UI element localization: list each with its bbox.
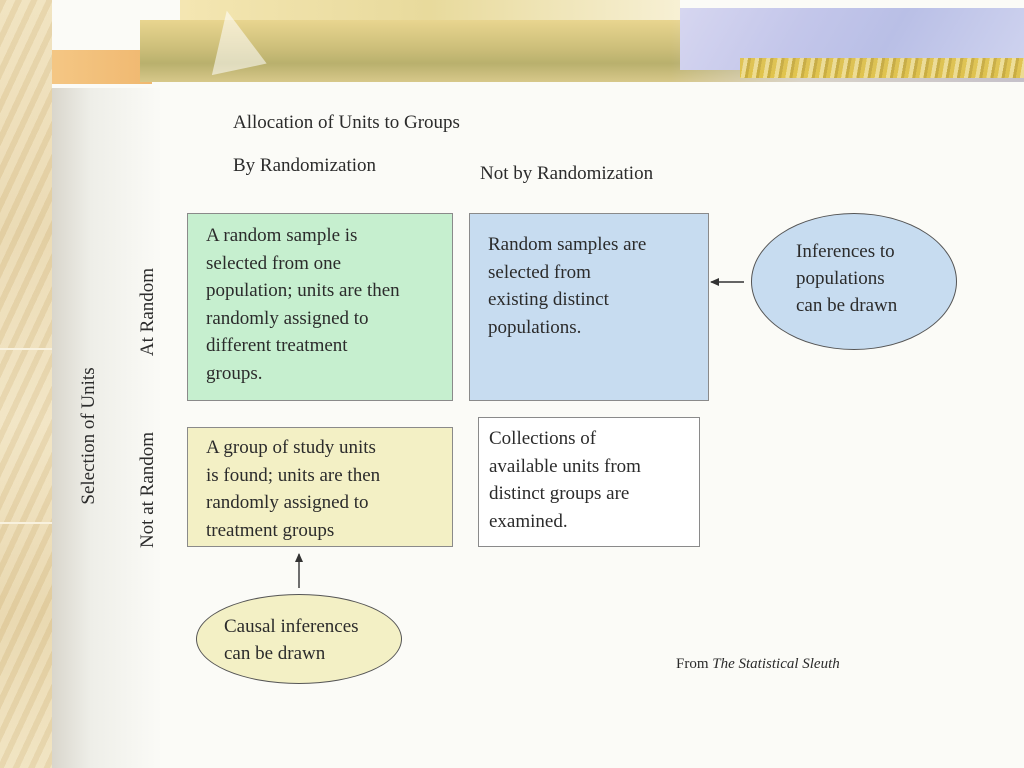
cell-line: examined. <box>489 510 568 532</box>
cell-line: A random sample is <box>206 225 358 246</box>
cell-line: groups. <box>206 362 263 384</box>
row-label-not-at-random: Not at Random <box>137 431 158 549</box>
banner-decoration <box>180 0 680 22</box>
leaf-decoration <box>199 4 267 76</box>
cell-line: available units from <box>489 455 641 477</box>
cell-line: different treatment <box>206 335 348 356</box>
callout-line: can be drawn <box>224 643 326 664</box>
cell-line: distinct groups are <box>489 483 630 504</box>
cell-line: selected from one <box>206 252 342 274</box>
left-shadow <box>52 88 162 768</box>
cell-nonrandom-selection-nonrandom-allocation: Collections of available units from dist… <box>478 417 700 547</box>
callout-line: Inferences to <box>796 241 895 262</box>
row-axis-label: Selection of Units <box>78 367 99 505</box>
source-credit: From The Statistical Sleuth <box>676 656 840 673</box>
callout-line: Causal inferences <box>224 616 359 637</box>
cell-line: population; units are then <box>206 280 400 301</box>
credit-prefix: From <box>676 656 709 672</box>
row-label-at-random: At Random <box>137 267 158 357</box>
cell-line: Random samples are <box>488 234 647 255</box>
callout-inferences-to-populations: Inferences to populations can be drawn <box>751 213 957 350</box>
callout-causal-inferences: Causal inferences can be drawn <box>196 594 402 684</box>
callout-line: can be drawn <box>796 295 898 316</box>
banner-decoration <box>740 58 1024 78</box>
cell-line: Collections of <box>489 428 597 449</box>
column-header-not-by-randomization: Not by Randomization <box>480 163 654 184</box>
banner-decoration <box>34 50 152 84</box>
cell-line: is found; units are then <box>206 464 381 486</box>
cell-random-selection-random-allocation: A random sample is selected from one pop… <box>187 213 453 401</box>
cell-line: randomly assigned to <box>206 492 369 513</box>
cell-line: A group of study units <box>206 437 376 458</box>
cell-random-selection-nonrandom-allocation: Random samples are selected from existin… <box>469 213 709 401</box>
left-texture-strip <box>0 0 52 768</box>
column-header-by-randomization: By Randomization <box>233 155 377 176</box>
cell-line: selected from <box>488 261 591 283</box>
diagram-title: Allocation of Units to Groups <box>233 112 460 133</box>
credit-source: The Statistical Sleuth <box>712 656 840 672</box>
cell-line: populations. <box>488 316 582 338</box>
cell-line: randomly assigned to <box>206 307 369 329</box>
cell-line: treatment groups <box>206 519 335 541</box>
cell-nonrandom-selection-random-allocation: A group of study units is found; units a… <box>187 427 453 547</box>
callout-line: populations <box>796 268 885 289</box>
cell-line: existing distinct <box>488 289 609 310</box>
